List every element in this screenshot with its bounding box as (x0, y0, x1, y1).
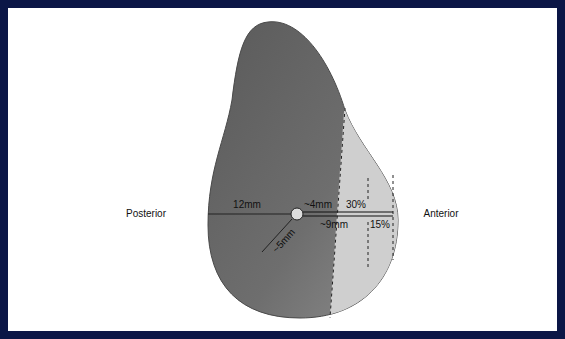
footprint-shape (208, 22, 398, 318)
dimension-label: ~5mm (271, 227, 297, 254)
anterior-region (208, 22, 398, 318)
dashed-boundary (368, 222, 369, 268)
dimension-label: ~4mm (304, 200, 332, 210)
center-marker (291, 208, 303, 220)
dimension-label: 15% (370, 220, 390, 230)
dashed-boundary (330, 108, 345, 318)
measure-line (208, 214, 291, 215)
dimension-label: ~9mm (320, 220, 348, 230)
dimension-label: Anterior (423, 209, 458, 219)
dimension-label: 12mm (233, 200, 261, 210)
dashed-boundary (368, 178, 369, 200)
dimension-label: 30% (346, 200, 366, 210)
measure-line (303, 215, 393, 216)
dashed-boundary (393, 175, 394, 260)
measure-line (303, 211, 393, 212)
dimension-label: Posterior (126, 209, 166, 219)
